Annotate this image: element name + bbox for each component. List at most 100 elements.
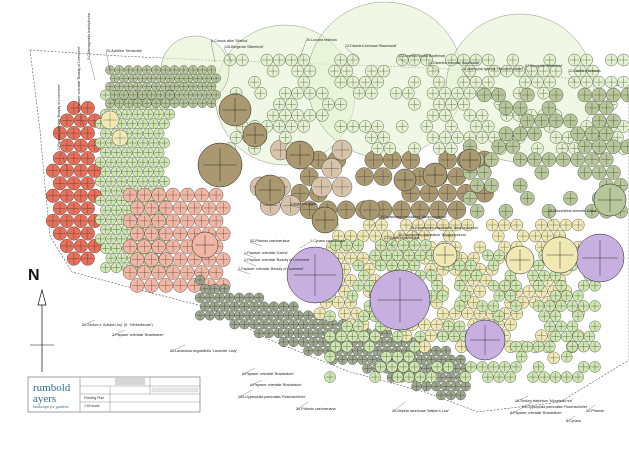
perennial-green [105,195,117,206]
papaver-bracteatum [151,239,166,254]
nepeta-group [346,290,359,302]
papaver-bracteatum [151,187,166,203]
eupatorium-group [559,218,573,232]
dicentra-group [620,87,629,103]
nepeta-group [527,371,539,383]
specimen-4 [285,140,315,170]
dicentra-group [548,87,564,103]
nepeta-group [566,300,579,312]
eupatorium-group [338,307,351,320]
nepeta-group [453,259,466,272]
nepeta-group [493,249,505,261]
dicentra-group [591,113,607,129]
bergenia-band [605,75,618,89]
eupatorium-group [547,218,560,232]
bergenia-band [371,142,384,155]
dicentra-group [534,165,549,180]
bergenia-band [463,109,477,122]
dicentra-group [477,87,492,103]
nepeta-group [504,371,517,383]
papaver-bracteatum [158,226,174,241]
lavandula-band [421,363,432,374]
perennial-green [126,137,138,149]
lavandula-band [263,328,274,339]
plant-label: 6-Cornus alba 'Sibirica' [211,39,248,43]
nepeta-group [391,371,404,383]
dicentra-group [520,87,535,103]
bergenia-band [389,87,403,100]
bergenia-band [586,64,600,78]
bergenia-band [506,53,520,67]
leader-line [383,238,396,249]
lavandula-band [254,310,265,321]
lavandula-band [278,337,289,347]
perennial-green [142,166,154,178]
dicentra-group [606,139,621,154]
nepeta-group [487,361,500,373]
bergenia-band [439,109,452,122]
poppy-red [52,126,67,141]
cornus-group [429,200,448,219]
perennial-green [158,137,170,149]
north-label: N [28,267,40,284]
plant-label: 34-Phlomis cashmeriana [296,407,336,411]
specimen-18 [432,242,458,268]
achillea-group [151,65,161,75]
nepeta-group [566,320,579,333]
bergenia-band [279,109,292,122]
eupatorium-group [436,218,450,232]
nepeta-group [403,249,415,261]
eupatorium-group [498,218,511,232]
eupatorium-group [430,318,444,331]
leader-line [299,241,311,249]
nepeta-group [408,259,421,272]
poppy-red [80,251,95,266]
bergenia-band [285,120,298,133]
perennial-green [116,175,128,187]
eupatorium-group [418,229,431,243]
lavandula-band [224,292,235,303]
dicentra-group [563,113,578,129]
specimen-16 [359,199,381,221]
perennial-green [142,108,154,120]
achillea-group [197,65,207,75]
achillea-group [211,73,221,83]
lavandula-band [214,310,225,321]
bergenia-band [617,53,629,67]
perennial-green [100,147,112,158]
perennial-green [94,175,106,187]
bergenia-band [291,109,304,122]
nepeta-group [527,269,539,282]
lavandula-band [199,301,210,312]
nepeta-group [532,340,545,353]
lavandula-band [258,319,269,330]
nepeta-group [510,280,522,292]
dicentra-group [513,152,528,167]
nepeta-group [442,320,455,333]
papaver-bracteatum [158,278,174,293]
dicentra-group [599,126,614,141]
bergenia-band [426,64,440,78]
nepeta-group [403,371,415,383]
achillea-group [119,90,129,100]
nepeta-group [532,280,545,292]
nepeta-group [425,269,438,282]
leader-line [249,379,263,387]
poppy-red [59,163,74,178]
papaver-bracteatum [130,226,145,241]
lavandula-band [441,345,451,356]
bergenia-band [439,87,452,100]
eupatorium-group [492,229,505,243]
perennial-green [110,147,122,158]
lavandula-band [308,337,319,347]
leader-line [427,63,441,73]
perennial-green [110,204,122,216]
eupatorium-group [535,329,548,342]
lavandula-band [431,345,442,356]
bergenia-band [408,142,421,155]
papaver-bracteatum [122,213,138,229]
eupatorium-group [418,318,431,331]
lavandula-band [219,301,230,312]
lavandula-band [357,354,368,365]
dicentra-group [462,191,478,206]
